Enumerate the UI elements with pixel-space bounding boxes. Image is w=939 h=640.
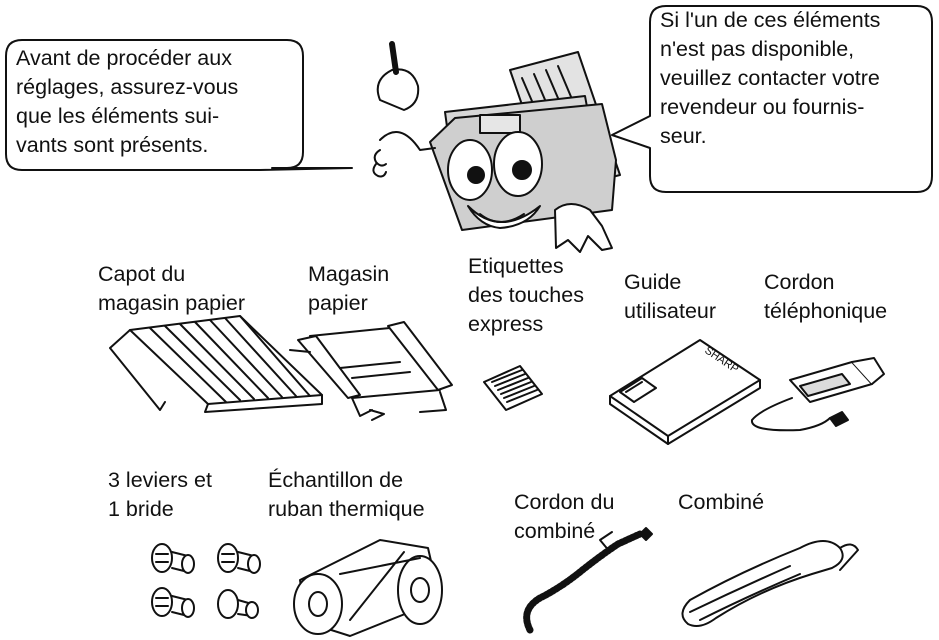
paper-tray-cover-icon (109, 315, 323, 413)
left-bubble-line: réglages, assurez-vous (16, 75, 239, 99)
left-bubble-line: vants sont présents. (16, 133, 209, 157)
label-line: Magasin (308, 262, 390, 286)
handset-icon (681, 540, 859, 627)
left-bubble-text: Avant de procéder aux réglages, assurez-… (16, 44, 238, 160)
right-bubble-line: n'est pas disponible, (660, 37, 855, 61)
label-line: Cordon (764, 270, 835, 294)
right-bubble-line: revendeur ou fournis- (660, 95, 865, 119)
label-line: téléphonique (764, 299, 888, 323)
label-line: ruban thermique (268, 497, 425, 521)
label-line: 3 leviers et (108, 468, 212, 492)
speed-dial-labels-icon (483, 365, 543, 411)
handset-cord-icon (523, 527, 653, 634)
label-line: papier (308, 291, 368, 315)
label-line: Etiquettes (468, 254, 564, 278)
label-line: Combiné (678, 490, 765, 514)
right-bubble-line: veuillez contacter votre (660, 66, 880, 90)
label-line: express (468, 312, 544, 336)
thermal-ribbon-icon (293, 539, 443, 637)
right-bubble-text: Si l'un de ces éléments n'est pas dispon… (660, 6, 880, 151)
manual-label: Guide utilisateur (624, 268, 716, 326)
label-line: des touches (468, 283, 584, 307)
right-bubble-line: seur. (660, 124, 707, 148)
paper-tray-label: Magasin papier (308, 260, 389, 318)
label-line: utilisateur (624, 299, 717, 323)
right-bubble-line: Si l'un de ces éléments (660, 8, 881, 32)
right-speech-bubble (611, 5, 933, 193)
speed-dial-labels-label: Etiquettes des touches express (468, 252, 584, 339)
label-line: Capot du (98, 262, 186, 286)
levers-label: 3 leviers et 1 bride (108, 466, 212, 524)
label-line: magasin papier (98, 291, 246, 315)
label-line: Cordon du (514, 490, 615, 514)
handset-cord-label: Cordon du combiné (514, 488, 614, 546)
operation-manual-icon (609, 339, 761, 445)
phone-cord-label: Cordon téléphonique (764, 268, 887, 326)
left-bubble-line: Avant de procéder aux (16, 46, 232, 70)
paper-cover-label: Capot du magasin papier (98, 260, 245, 318)
left-bubble-line: que les éléments sui- (16, 104, 220, 128)
label-line: Échantillon de (268, 468, 404, 492)
ribbon-label: Échantillon de ruban thermique (268, 466, 425, 524)
label-line: Guide (624, 270, 682, 294)
fax-mascot-icon (372, 41, 621, 253)
handset-label: Combiné (678, 488, 764, 517)
telephone-line-cord-icon (751, 357, 885, 432)
left-speech-bubble (5, 39, 353, 171)
levers-and-clamp-icon (151, 543, 261, 619)
label-line: 1 bride (108, 497, 174, 521)
paper-tray-icon (289, 321, 453, 421)
label-line: combiné (514, 519, 596, 543)
